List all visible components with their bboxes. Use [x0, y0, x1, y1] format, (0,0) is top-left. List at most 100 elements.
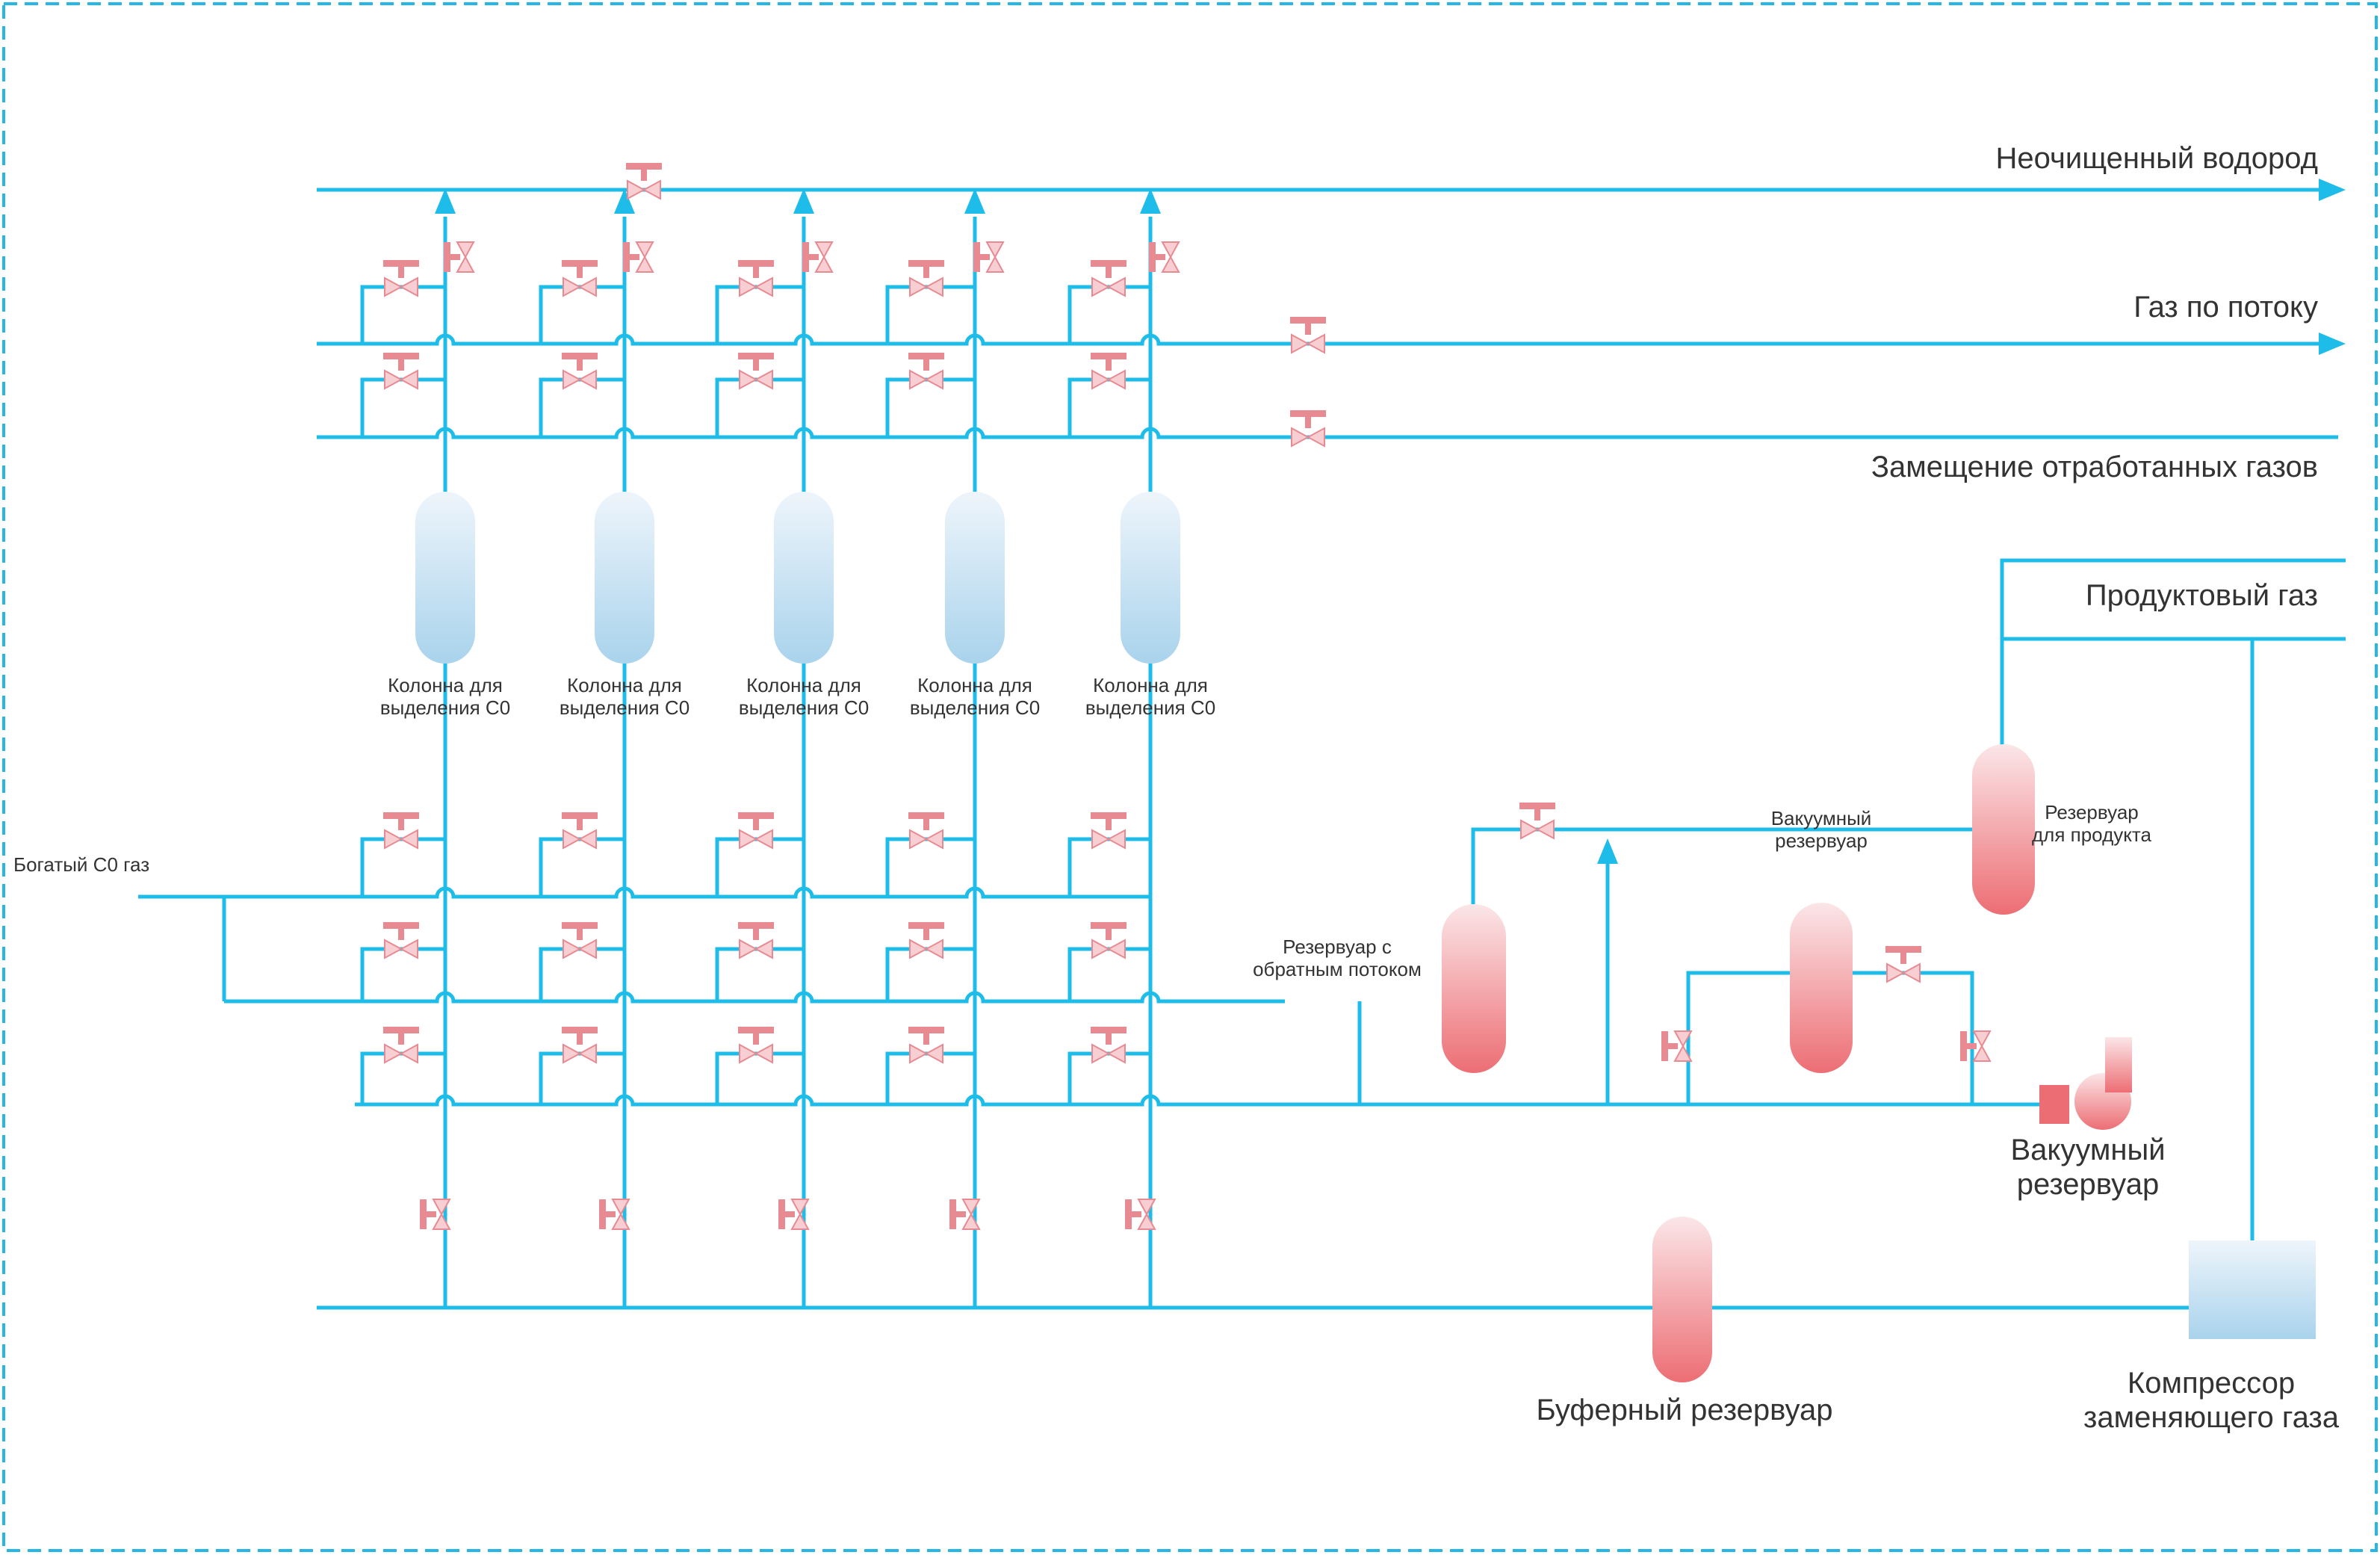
valve-icon[interactable]: [1290, 410, 1326, 448]
pipe-segment: [539, 837, 625, 897]
valve-icon[interactable]: [1149, 241, 1180, 273]
flow-arrow-up: [614, 188, 635, 214]
label-buffer-tank: Буферный резервуар: [1536, 1394, 1832, 1426]
header-vacuum: [355, 1094, 2043, 1107]
valve-icon[interactable]: [383, 1027, 419, 1064]
flow-arrow-up: [1140, 188, 1161, 214]
header-feed: [138, 886, 1150, 899]
valve-icon[interactable]: [738, 922, 774, 959]
valve-icon[interactable]: [738, 1027, 774, 1064]
valve-icon[interactable]: [1960, 1030, 1992, 1062]
pipe-segment: [885, 377, 975, 437]
pipe-segment: [539, 1051, 625, 1104]
label-exhaust-replacement: Замещение отработанных газов: [1871, 451, 2318, 483]
pipe-segment: [1067, 1051, 1150, 1104]
valve-icon[interactable]: [908, 922, 944, 959]
pipe-segment: [1067, 285, 1150, 344]
pipe-segment: [1067, 377, 1150, 437]
vacuum-tank[interactable]: [1790, 903, 1853, 1073]
separation-column[interactable]: [595, 492, 654, 664]
valve-icon[interactable]: [562, 353, 598, 390]
pipe-segment: [715, 285, 804, 344]
pipe-segment: [715, 377, 804, 437]
arrow-downstream-gas: [2319, 333, 2346, 355]
pipe-segment: [1067, 837, 1150, 897]
valve-icon[interactable]: [1885, 946, 1921, 983]
valve-icon[interactable]: [383, 812, 419, 850]
valve-icon[interactable]: [908, 353, 944, 390]
valve-icon[interactable]: [562, 260, 598, 297]
header-reflux: [224, 991, 1285, 1004]
valve-icon[interactable]: [778, 1199, 810, 1230]
valve-icon[interactable]: [383, 922, 419, 959]
valve-icon[interactable]: [1091, 1027, 1127, 1064]
separation-column[interactable]: [774, 492, 834, 664]
valve-icon[interactable]: [1091, 353, 1127, 390]
vacuum-pump[interactable]: [2039, 1037, 2132, 1130]
valve-icon[interactable]: [383, 353, 419, 390]
valve-icon[interactable]: [1091, 260, 1127, 297]
valves: [383, 163, 1992, 1230]
valve-icon[interactable]: [802, 241, 834, 273]
valve-icon[interactable]: [562, 812, 598, 850]
valve-icon[interactable]: [420, 1199, 451, 1230]
separation-column[interactable]: [945, 492, 1005, 664]
valve-icon[interactable]: [738, 353, 774, 390]
valve-icon[interactable]: [562, 1027, 598, 1064]
valve-icon[interactable]: [738, 260, 774, 297]
pipe-segment: [539, 377, 625, 437]
valve-icon[interactable]: [949, 1199, 981, 1230]
valve-icon[interactable]: [1519, 803, 1555, 840]
valve-icon[interactable]: [1091, 812, 1127, 850]
pipe-network: [138, 179, 2346, 1310]
valve-icon[interactable]: [1661, 1030, 1693, 1062]
reflux-tank[interactable]: [1442, 904, 1506, 1073]
separation-column[interactable]: [415, 492, 475, 664]
separation-column[interactable]: [1121, 492, 1180, 664]
pipe-segment: [2002, 637, 2255, 1255]
valve-icon[interactable]: [908, 812, 944, 850]
valve-icon[interactable]: [908, 1027, 944, 1064]
valve-icon[interactable]: [1125, 1199, 1156, 1230]
valve-icon[interactable]: [738, 812, 774, 850]
product-tank[interactable]: [1972, 744, 2035, 915]
valve-icon[interactable]: [1290, 317, 1326, 354]
valve-icon[interactable]: [623, 241, 654, 273]
flow-arrow-up: [793, 188, 814, 214]
pipe-segment: [1471, 827, 1987, 904]
pipe-segment: [885, 1051, 975, 1104]
equipment: [415, 492, 2316, 1382]
valve-icon[interactable]: [562, 922, 598, 959]
label-rich-co-gas: Богатый С0 газ: [13, 853, 149, 876]
buffer-tank[interactable]: [1652, 1217, 1712, 1382]
valve-icon[interactable]: [973, 241, 1005, 273]
flow-arrow-up: [964, 188, 985, 214]
pipe-segment: [360, 1051, 445, 1104]
valve-icon[interactable]: [383, 260, 419, 297]
valve-icon[interactable]: [1091, 922, 1127, 959]
pipe-segment: [539, 947, 625, 1001]
pipe-segment: [885, 947, 975, 1001]
label-product-gas: Продуктовый газ: [2086, 579, 2318, 612]
arrow-raw-hydrogen: [2319, 179, 2346, 201]
pipe-segment: [1067, 947, 1150, 1001]
pipe-segment: [2000, 637, 2346, 747]
valve-icon[interactable]: [626, 163, 662, 200]
compressor[interactable]: [2189, 1240, 2316, 1339]
header-exhaust-replacement: [317, 427, 2338, 439]
valve-icon[interactable]: [908, 260, 944, 297]
flow-arrow-up: [435, 188, 456, 214]
valve-icon[interactable]: [444, 241, 475, 273]
pipe-segment: [360, 837, 445, 897]
valve-icon[interactable]: [599, 1199, 630, 1230]
